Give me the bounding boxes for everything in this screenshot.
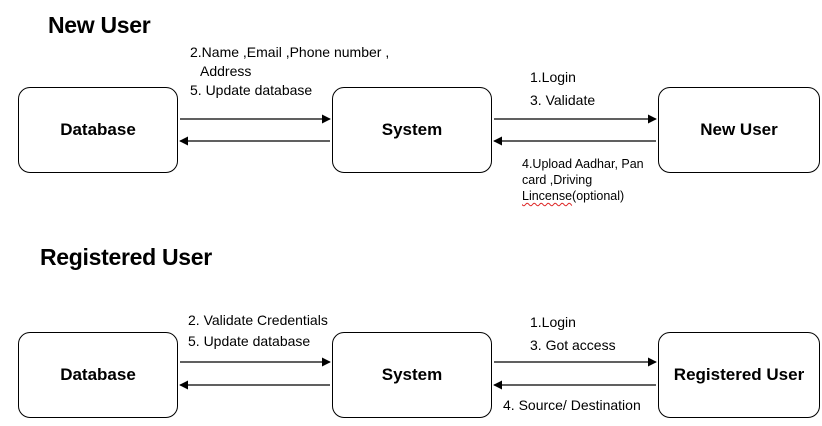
- database-box-label: Database: [60, 365, 136, 384]
- system-user-top-label-registered: 1.Login 3. Got access: [530, 311, 616, 357]
- label-line: 1.Login: [530, 69, 576, 85]
- system-box-label: System: [381, 120, 443, 139]
- misspelled-word: Lincense: [522, 189, 573, 203]
- label-line: 2. Validate Credentials: [188, 312, 328, 328]
- label-line-rest: (optional): [572, 189, 625, 203]
- label-line: 4. Source/ Destination: [503, 397, 641, 413]
- registered-user-box-label: Registered User: [673, 365, 805, 384]
- label-line: 5. Update database: [190, 82, 313, 98]
- label-line: 3. Validate: [530, 92, 596, 108]
- label-line: 5. Update database: [188, 333, 311, 349]
- new-user-heading: New User: [48, 12, 151, 38]
- db-system-label-registered: 2. Validate Credentials 5. Update databa…: [188, 310, 328, 352]
- registered-user-heading: Registered User: [40, 244, 212, 270]
- system-box-registered: System: [332, 332, 492, 418]
- system-user-top-label-new-user: 1.Login 3. Validate: [530, 66, 595, 112]
- label-line: 3. Got access: [530, 337, 616, 353]
- system-user-bottom-label-registered: 4. Source/ Destination: [503, 396, 641, 415]
- label-line: card ,Driving: [522, 173, 593, 187]
- database-box-new-user: Database: [18, 87, 178, 173]
- db-system-label-new-user: 2.Name ,Email ,Phone number , Address 5.…: [190, 43, 389, 100]
- database-box-label: Database: [60, 120, 136, 139]
- system-box-new-user: System: [332, 87, 492, 173]
- system-box-label: System: [381, 365, 443, 384]
- label-line: 2.Name ,Email ,Phone number ,: [190, 44, 390, 60]
- database-box-registered: Database: [18, 332, 178, 418]
- label-line: 4.Upload Aadhar, Pan: [522, 157, 644, 171]
- label-line: 1.Login: [530, 314, 576, 330]
- system-user-bottom-label-new-user: 4.Upload Aadhar, Pan card ,Driving Lince…: [522, 156, 644, 204]
- label-line: Lincense(optional): [522, 188, 644, 204]
- new-user-box-label: New User: [700, 120, 778, 139]
- label-line: Address: [200, 63, 252, 79]
- registered-user-box: Registered User: [658, 332, 820, 418]
- new-user-box: New User: [658, 87, 820, 173]
